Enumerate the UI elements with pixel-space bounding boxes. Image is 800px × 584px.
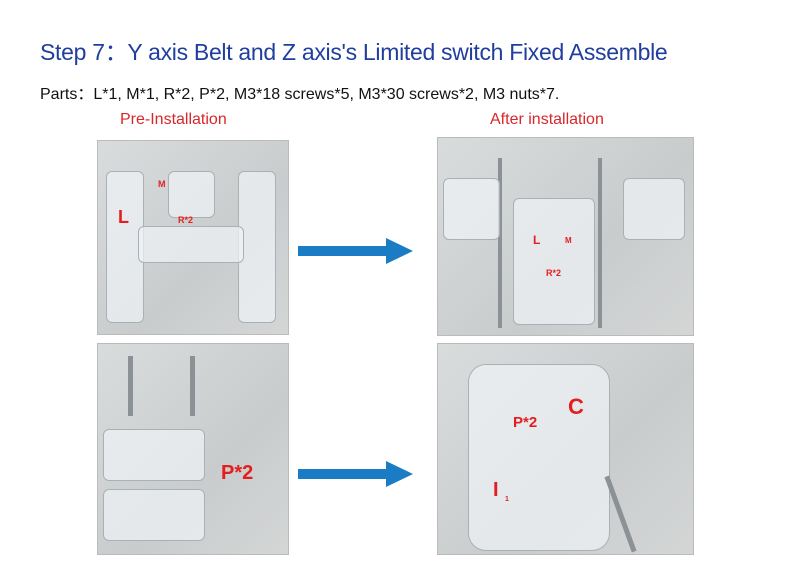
pre-installation-caption: Pre-Installation [120, 111, 227, 128]
after-installation-frame-photo: L M R*2 [437, 137, 694, 336]
parts-list: Parts：L*1, M*1, R*2, P*2, M3*18 screws*5… [40, 86, 560, 103]
after-installation-detail-photo: P*2 C I 1 [437, 343, 694, 555]
arrow-right-icon [298, 461, 413, 487]
pre-installation-p-parts-photo: P*2 [97, 343, 289, 555]
slide-title: Step 7：Y axis Belt and Z axis's Limited … [40, 39, 668, 65]
pre-installation-parts-photo: L M R*2 [97, 140, 289, 335]
arrow-right-icon [298, 238, 413, 264]
after-installation-caption: After installation [490, 111, 604, 128]
